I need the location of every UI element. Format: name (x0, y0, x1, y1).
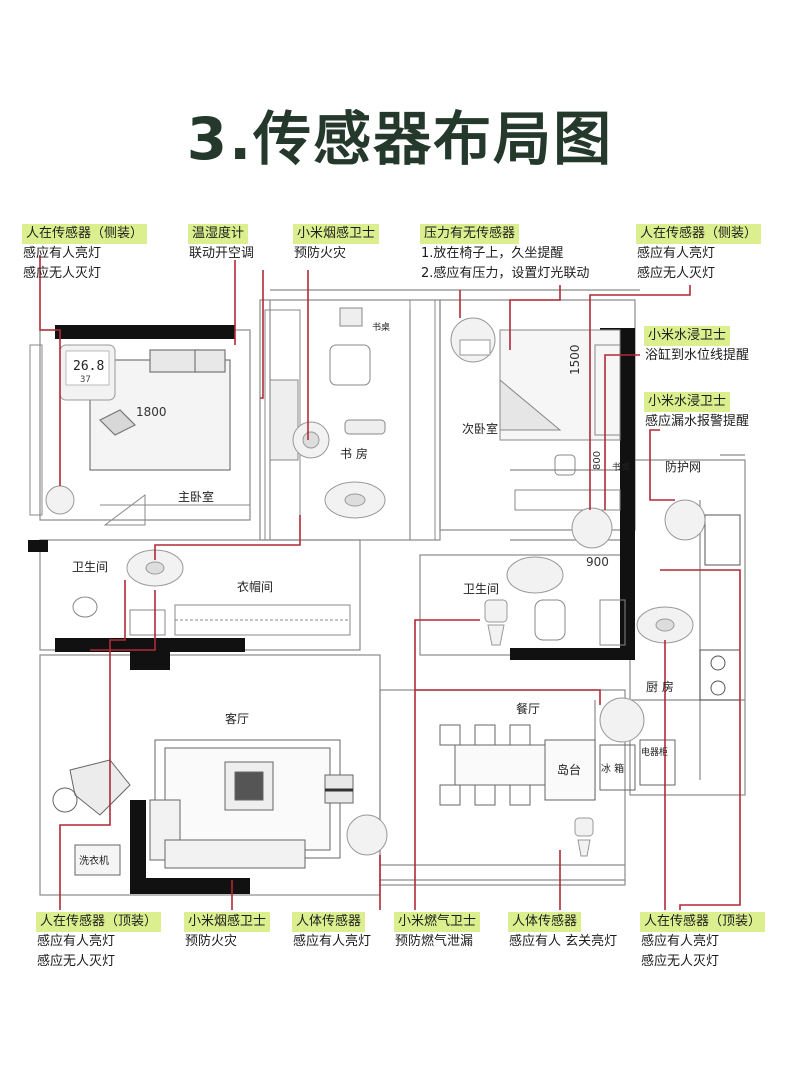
room-bathroom-right: 卫生间 (463, 582, 500, 596)
label-head: 人体传感器 (508, 912, 582, 932)
label-line: 浴缸到水位线提醒 (645, 348, 750, 363)
label-line: 预防燃气泄漏 (395, 934, 474, 949)
leader-lines (39, 255, 741, 910)
label-thermo-hygrometer: 温湿度计 联动开空调 (188, 224, 254, 264)
label-body-sensor-side-master: 人在传感器（侧装） 感应有人亮灯 感应无人灭灯 (22, 224, 148, 284)
room-living: 客厅 (225, 712, 250, 726)
label-line: 感应有人亮灯 (23, 246, 102, 261)
label-line: 感应无人灭灯 (641, 954, 720, 969)
label-head: 温湿度计 (188, 224, 249, 244)
label-head: 人在传感器（顶装） (640, 912, 766, 932)
label-line: 感应有人亮灯 (637, 246, 716, 261)
room-washer: 洗衣机 (79, 856, 109, 867)
study-furniture (264, 299, 436, 541)
label-line: 预防火灾 (185, 934, 238, 949)
label-line: 感应有人亮灯 (641, 934, 720, 949)
label-water-sensor-leak: 小米水浸卫士 感应漏水报警提醒 (644, 392, 749, 432)
label-motion-sensor-entry: 人体传感器 感应有人 玄关亮灯 (508, 912, 617, 952)
label-line: 感应无人灭灯 (637, 266, 716, 281)
label-line: 预防火灾 (294, 246, 347, 261)
label-line: 感应有人亮灯 (37, 934, 116, 949)
label-body-sensor-side-second: 人在传感器（侧装） 感应有人亮灯 感应无人灭灯 (636, 224, 762, 284)
label-line: 2.感应有压力，设置灯光联动 (421, 266, 590, 281)
label-head: 小米烟感卫士 (293, 224, 380, 244)
smoke-detector-living-device (346, 814, 388, 856)
label-line: 感应漏水报警提醒 (645, 414, 750, 429)
label-head: 小米水浸卫士 (644, 326, 731, 346)
label-line: 感应有人 玄关亮灯 (509, 934, 618, 949)
gas-sensor-device (599, 697, 645, 743)
dim-second-bed: 1500 (568, 344, 582, 375)
thermo-hum: 37 (80, 375, 91, 385)
kitchen-stove (699, 514, 741, 701)
label-head: 小米燃气卫士 (394, 912, 481, 932)
water-sensor-bath-device (484, 599, 508, 623)
room-desk-second: 书桌 (612, 463, 631, 473)
label-smoke-detector-living: 小米烟感卫士 预防火灾 (184, 912, 271, 952)
sensor-devices (45, 317, 706, 857)
room-dining: 餐厅 (516, 702, 541, 716)
dining-table (439, 724, 676, 806)
room-fridge: 冰 箱 (601, 764, 625, 775)
body-sensor-master-device (45, 485, 75, 515)
label-head: 人体传感器 (292, 912, 366, 932)
plan-outline (39, 289, 746, 896)
page-title: 3.传感器布局图 (186, 105, 614, 173)
room-desk-study: 书桌 (372, 323, 391, 333)
room-appliance-cabinet: 电器柜 (641, 748, 669, 758)
room-bathroom-left: 卫生间 (72, 560, 109, 574)
room-second-bedroom: 次卧室 (462, 422, 499, 436)
room-cloakroom: 衣帽间 (237, 580, 274, 594)
motion-sensor-entry-device (574, 817, 594, 837)
label-head: 人在传感器（侧装） (636, 224, 762, 244)
label-line: 感应有人亮灯 (293, 934, 372, 949)
label-head: 小米水浸卫士 (644, 392, 731, 412)
room-kitchen: 厨 房 (646, 680, 674, 694)
room-island: 岛台 (557, 763, 582, 777)
label-body-sensor-ceiling-right: 人在传感器（顶装） 感应有人亮灯 感应无人灭灯 (640, 912, 766, 972)
dim-bath: 900 (586, 555, 609, 569)
dim-second-desk: 800 (592, 450, 603, 470)
label-head: 小米烟感卫士 (184, 912, 271, 932)
second-bedroom-furniture (499, 329, 621, 511)
label-pressure-sensor: 压力有无传感器 1.放在椅子上，久坐提醒 2.感应有压力，设置灯光联动 (420, 224, 589, 284)
water-sensor-leak-device (664, 499, 706, 541)
thermo-temp: 26.8 (73, 359, 104, 374)
label-motion-sensor-living: 人体传感器 感应有人亮灯 (292, 912, 371, 952)
thermo-hygrometer-device (59, 344, 116, 401)
ceiling-sensor-bath2-device (506, 556, 564, 594)
label-head: 人在传感器（顶装） (36, 912, 162, 932)
label-line: 感应无人灭灯 (23, 266, 102, 281)
cloakroom-rail (174, 604, 351, 636)
label-water-sensor-bath: 小米水浸卫士 浴缸到水位线提醒 (644, 326, 749, 366)
label-head: 人在传感器（侧装） (22, 224, 148, 244)
body-sensor-second-device (571, 507, 613, 549)
living-room-furniture (52, 739, 354, 869)
label-head: 压力有无传感器 (420, 224, 520, 244)
label-gas-sensor: 小米燃气卫士 预防燃气泄漏 (394, 912, 481, 952)
label-line: 联动开空调 (189, 246, 255, 261)
dim-master-bed: 1800 (136, 405, 167, 419)
room-protect-net: 防护网 (665, 460, 702, 474)
walls (28, 325, 635, 894)
room-master-bedroom: 主卧室 (178, 490, 215, 504)
label-line: 1.放在椅子上，久坐提醒 (421, 246, 564, 261)
label-body-sensor-ceiling-left: 人在传感器（顶装） 感应有人亮灯 感应无人灭灯 (36, 912, 162, 972)
room-study: 书 房 (340, 447, 368, 461)
label-smoke-detector-study: 小米烟感卫士 预防火灾 (293, 224, 380, 264)
label-line: 感应无人灭灯 (37, 954, 116, 969)
